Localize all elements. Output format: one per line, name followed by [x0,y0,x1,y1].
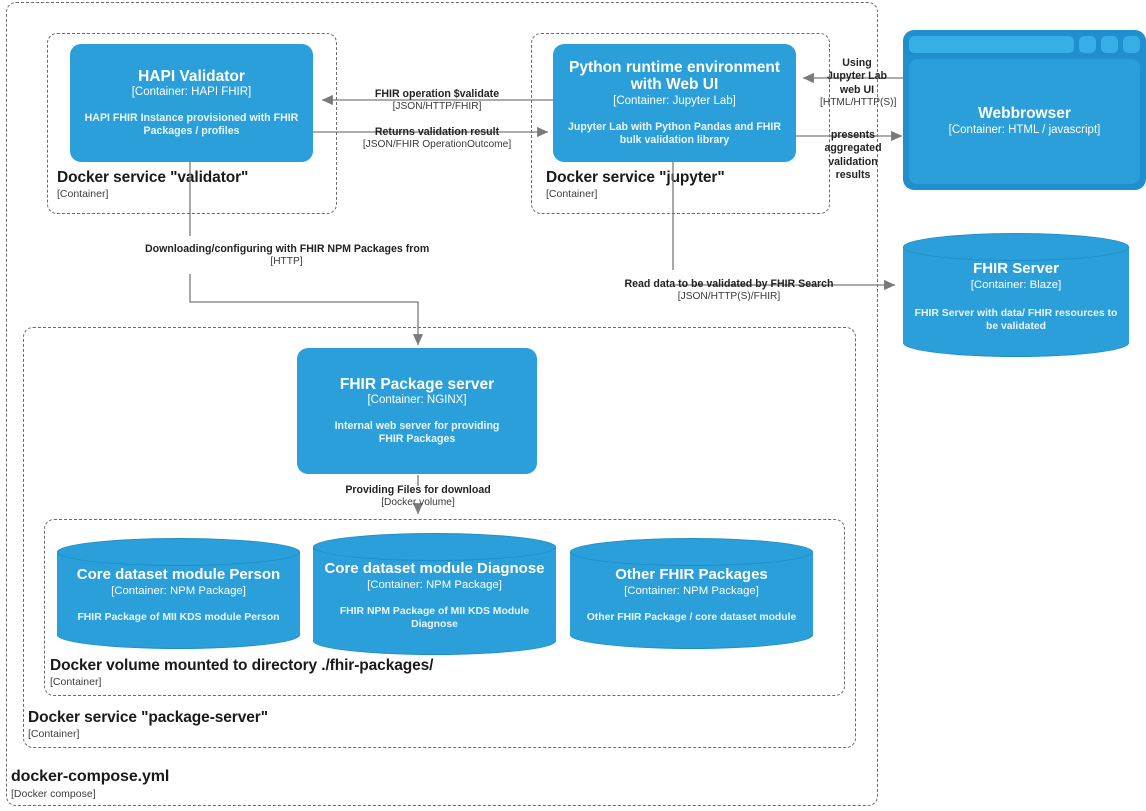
edge-label-text: Providing Files for download [345,484,491,496]
node-type: [Container: Jupyter Lab] [613,94,736,107]
group-sub-package-server: [Container] [28,728,80,740]
node-title: FHIR Package server [339,375,495,393]
node-text: FHIR Server [Container: Blaze] FHIR Serv… [903,233,1129,357]
group-sub-validator: [Container] [57,188,109,200]
node-type: [Container: NPM Package] [367,578,502,591]
node-text: Core dataset module Diagnose [Container:… [313,533,556,655]
group-label-validator: Docker service "validator" [57,169,249,186]
node-desc: FHIR Package of MII KDS module Person [77,611,280,623]
node-fhir-package-server[interactable]: FHIR Package server [Container: NGINX] I… [297,348,537,474]
group-sub-docker-volume: [Container] [50,676,102,688]
edge-label-sub: [HTTP] [270,256,303,268]
edge-label-sub: [HTML/HTTP(S)] [820,96,897,108]
node-title: Webbrowser [978,105,1071,123]
node-desc: Other FHIR Package / core dataset module [586,611,797,623]
edge-label-sub: [JSON/HTTP(S)/FHIR] [677,291,781,303]
browser-viewport: Webbrowser [Container: HTML / javascript… [909,59,1140,184]
edge-label-sub: [JSON/FHIR OperationOutcome] [362,139,512,151]
edge-label-validate-call: FHIR operation $validate [JSON/HTTP/FHIR… [361,88,513,114]
group-label-package-server: Docker service "package-server" [28,709,268,726]
node-desc: FHIR NPM Package of MII KDS Module Diagn… [339,605,530,630]
node-desc: FHIR Server with data/ FHIR resources to… [914,307,1118,332]
cylinder-top [57,538,300,566]
edge-label-text: FHIR operation $validate [374,88,500,100]
node-type: [Container: NPM Package] [624,584,759,597]
edge-label-text: Returns validation result [374,126,500,138]
edge-label-downloading: Downloading/configuring with FHIR NPM Pa… [145,243,430,269]
node-text: Other FHIR Packages [Container: NPM Pack… [570,538,813,649]
browser-close-icon[interactable] [1123,36,1140,53]
edge-label-using-jupyter: Using Jupyter Lab web UI [HTML/HTTP(S)] [820,44,897,123]
node-type: [Container: NGINX] [367,394,467,407]
node-desc: Internal web server for providing FHIR P… [334,419,500,446]
edge-label-providing-files: Providing Files for download [Docker vol… [338,484,498,510]
node-hapi-validator[interactable]: HAPI Validator [Container: HAPI FHIR] HA… [70,44,313,162]
edge-label-sub: [Docker volume] [381,497,455,509]
node-python-runtime[interactable]: Python runtime environment with Web UI [… [553,44,796,162]
cylinder-top [903,233,1129,261]
group-label-docker-compose: docker-compose.yml [11,768,170,785]
browser-minimize-icon[interactable] [1079,36,1096,53]
cylinder-top [313,533,556,561]
node-package-diagnose[interactable]: Core dataset module Diagnose [Container:… [313,533,556,655]
node-title: Core dataset module Person [76,566,281,584]
browser-address-bar[interactable] [909,36,1074,53]
node-type: [Container: HTML / javascript] [948,124,1101,136]
node-title: HAPI Validator [138,67,245,85]
browser-maximize-icon[interactable] [1101,36,1118,53]
edge-label-text: Using Jupyter Lab web UI [826,57,888,96]
edge-label-text: Read data to be validated by FHIR Search [624,278,834,290]
edge-label-read-data: Read data to be validated by FHIR Search… [620,278,838,304]
node-fhir-server[interactable]: FHIR Server [Container: Blaze] FHIR Serv… [903,233,1129,357]
cylinder-body [313,547,556,641]
node-type: [Container: NPM Package] [111,584,246,597]
group-service-package-server [23,327,856,748]
node-webbrowser[interactable]: Webbrowser [Container: HTML / javascript… [903,30,1146,190]
browser-title-bar [909,36,1140,53]
group-sub-jupyter: [Container] [546,188,598,200]
node-desc: Jupyter Lab with Python Pandas and FHIR … [567,120,782,146]
cylinder-top [570,538,813,566]
node-desc: HAPI FHIR Instance provisioned with FHIR… [84,111,299,138]
node-package-person[interactable]: Core dataset module Person [Container: N… [57,538,300,649]
group-label-jupyter: Docker service "jupyter" [546,169,725,186]
node-title: Python runtime environment with Web UI [569,59,780,94]
cylinder-body [903,247,1129,343]
edge-label-text: presents aggregated validation results [824,129,882,181]
node-title: FHIR Server [973,260,1059,278]
node-text: Core dataset module Person [Container: N… [57,538,300,649]
edge-label-validate-result: Returns validation result [JSON/FHIR Ope… [351,126,523,152]
node-type: [Container: HAPI FHIR] [131,86,252,99]
node-title: Core dataset module Diagnose [324,560,545,578]
edge-label-sub: [JSON/HTTP/FHIR] [392,101,482,113]
group-docker-compose [6,2,878,806]
edge-label-text: Downloading/configuring with FHIR NPM Pa… [145,243,430,255]
group-label-docker-volume: Docker volume mounted to directory ./fhi… [50,657,434,674]
edge-label-presents-results: presents aggregated validation results [820,116,886,182]
node-type: [Container: Blaze] [970,278,1062,291]
node-package-other[interactable]: Other FHIR Packages [Container: NPM Pack… [570,538,813,649]
node-title: Other FHIR Packages [615,566,768,584]
group-sub-docker-compose: [Docker compose] [11,788,96,800]
group-docker-volume [44,519,845,696]
